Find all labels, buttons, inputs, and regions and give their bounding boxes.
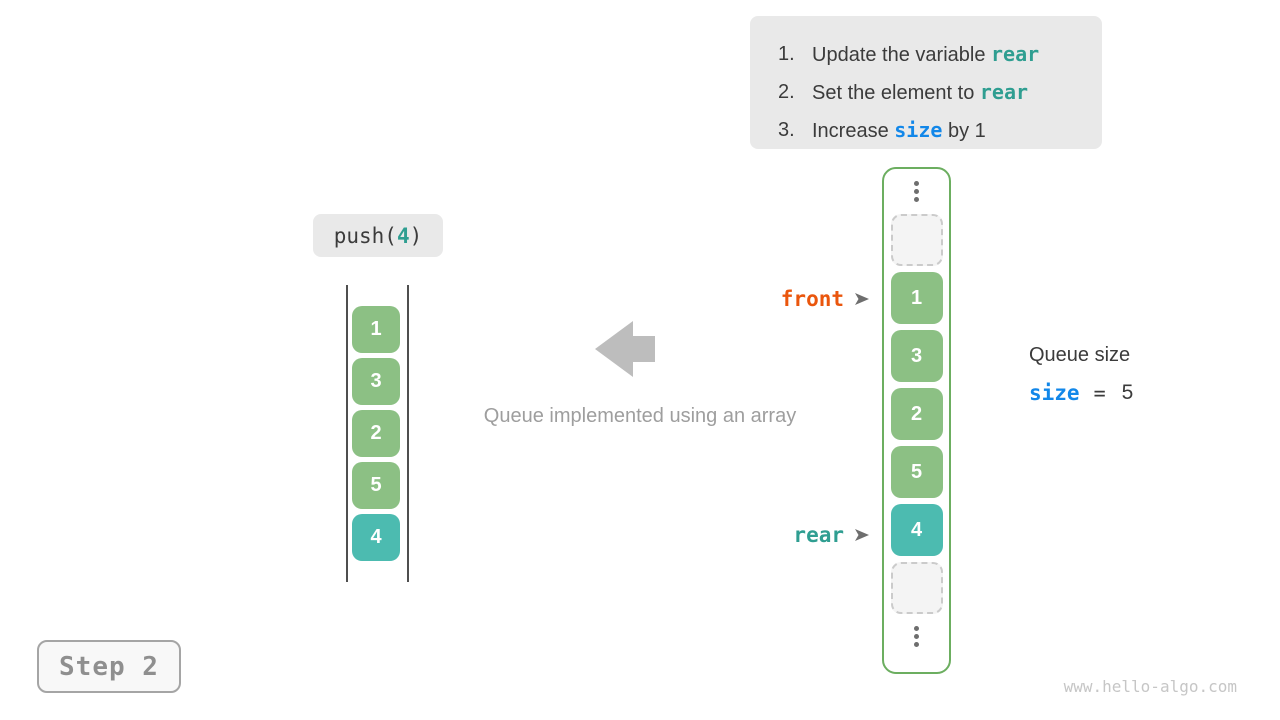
- left-arrow-icon: [595, 321, 655, 382]
- queue-cell: 1: [352, 306, 400, 353]
- array-cell-rear: 4: [890, 504, 943, 556]
- step-number: 3.: [778, 119, 795, 141]
- queue-wall-left: [346, 285, 348, 582]
- queue-size-title: Queue size: [1029, 344, 1131, 366]
- step-text-before: Update the variable: [812, 44, 992, 66]
- push-fn-text: push(: [333, 223, 397, 248]
- array-cell: 5: [890, 446, 943, 498]
- diagram-caption: Queue implemented using an array: [483, 405, 797, 427]
- step-badge: Step 2: [37, 640, 181, 693]
- queue-size-block: Queue size size = 5: [1029, 344, 1133, 405]
- abstract-queue: 1 3 2 5 4: [352, 306, 400, 561]
- push-arg-value: 4: [396, 223, 410, 248]
- step-text-before: Increase: [812, 120, 895, 142]
- push-operation-label: push(4): [313, 214, 443, 257]
- array-cell: 1: [890, 272, 943, 324]
- code-token-rear: rear: [979, 80, 1029, 104]
- step-text-before: Set the element to: [812, 82, 980, 104]
- queue-cell: 3: [352, 358, 400, 405]
- array-cell-empty: [890, 214, 943, 266]
- array-cell: 2: [890, 388, 943, 440]
- code-token-size: size: [894, 118, 943, 142]
- array-cell-empty: [890, 562, 943, 614]
- step-text: Set the element to rear: [812, 74, 1028, 112]
- left-arrow-svg: [595, 321, 655, 377]
- instruction-step-2: 2. Set the element to rear: [778, 74, 1102, 112]
- watermark: www.hello-algo.com: [1063, 677, 1237, 696]
- array-cell: 3: [890, 330, 943, 382]
- instructions-box: 1. Update the variable rear 2. Set the e…: [750, 16, 1102, 149]
- instruction-step-3: 3. Increase size by 1: [778, 112, 1102, 150]
- code-token-size: size: [1029, 381, 1080, 405]
- array-container: 1 3 2 5 4: [882, 167, 951, 674]
- pointer-arrow-svg: [855, 529, 869, 541]
- equals-sign: =: [1093, 381, 1106, 405]
- step-text-after: by 1: [942, 120, 986, 142]
- dot: [914, 181, 919, 186]
- step-text: Increase size by 1: [812, 112, 986, 150]
- push-close-paren: ): [409, 223, 423, 248]
- step-number: 1.: [778, 43, 795, 65]
- queue-cell: 2: [352, 410, 400, 457]
- dot: [914, 634, 919, 639]
- step-number: 2.: [778, 81, 795, 103]
- rear-pointer-label: rear: [793, 523, 844, 547]
- ellipsis-icon: [914, 181, 919, 202]
- code-token-rear: rear: [991, 42, 1040, 66]
- dot: [914, 197, 919, 202]
- dot: [914, 189, 919, 194]
- pointer-arrow-icon: [854, 292, 870, 306]
- queue-size-value: 5: [1121, 381, 1134, 404]
- dot: [914, 626, 919, 631]
- queue-cell-highlighted: 4: [352, 514, 400, 561]
- step-text: Update the variable rear: [812, 36, 1039, 74]
- pointer-arrow-svg: [855, 293, 869, 305]
- instruction-step-1: 1. Update the variable rear: [778, 36, 1102, 74]
- queue-wall-right: [407, 285, 409, 582]
- pointer-arrow-icon: [854, 528, 870, 542]
- queue-cell: 5: [352, 462, 400, 509]
- front-pointer-label: front: [780, 287, 844, 311]
- queue-size-value-line: size = 5: [1029, 381, 1133, 405]
- ellipsis-icon: [914, 626, 919, 647]
- step-badge-label: Step 2: [59, 651, 159, 682]
- dot: [914, 642, 919, 647]
- rear-pointer: rear: [793, 523, 870, 547]
- front-pointer: front: [781, 287, 870, 311]
